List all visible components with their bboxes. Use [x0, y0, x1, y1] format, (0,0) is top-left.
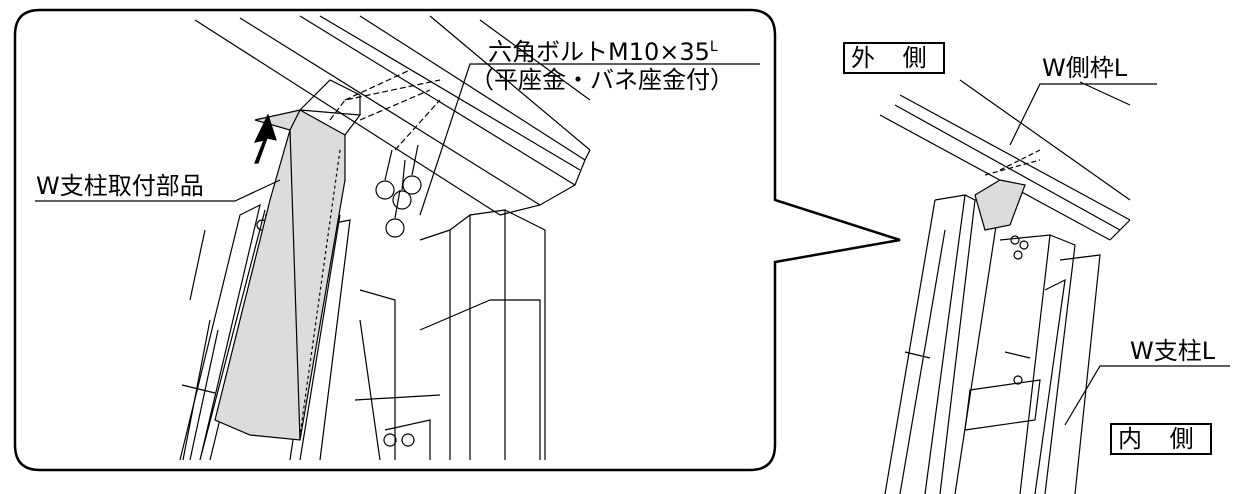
- bolt-washer-label: （平座金・バネ座金付）: [470, 66, 734, 94]
- mount-part-label: W支柱取付部品: [36, 172, 204, 200]
- frame-beam: [194, 15, 591, 216]
- callout-frame: [13, 8, 901, 472]
- detail-view: [13, 8, 901, 472]
- overview-view: [879, 79, 1131, 494]
- inner-side-label: 内 側: [1110, 423, 1212, 455]
- bolts: [375, 144, 422, 238]
- bolt-label-sup: L: [709, 39, 718, 55]
- bolt-leader: [419, 63, 760, 216]
- post-label: W支柱L: [1130, 337, 1216, 365]
- bolt-label-main: 六角ボルトM10×35: [488, 38, 710, 66]
- outer-post: [924, 194, 1001, 494]
- bolt-label: 六角ボルトM10×35L: [488, 33, 718, 66]
- mount-part: [214, 109, 346, 441]
- post-leader: [1064, 365, 1230, 426]
- mount-leader: [35, 179, 281, 202]
- up-arrow: [253, 113, 277, 164]
- top-frame: [879, 79, 1131, 241]
- side-frame-label: W側枠L: [1042, 54, 1128, 82]
- frame-leader: [1009, 83, 1157, 146]
- right-plate: [419, 209, 546, 460]
- outer-side-label: 外 側: [843, 42, 945, 74]
